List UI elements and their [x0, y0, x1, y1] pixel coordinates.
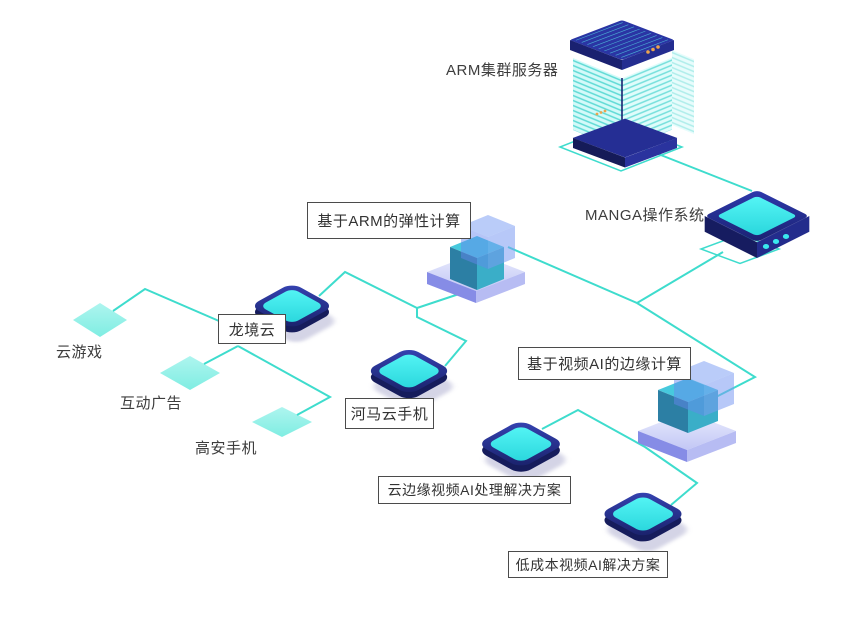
connector-cloudedge-edge-lowcost	[541, 408, 699, 506]
connector-longjing-ads	[203, 345, 239, 365]
node-box-hema-cloud-phone: 河马云手机	[345, 398, 434, 429]
server-icon	[570, 20, 694, 168]
connector-elastic-hema	[416, 290, 469, 367]
connector-manga-elastic	[507, 246, 724, 305]
node-box-elastic-computing: 基于ARM的弹性计算	[307, 202, 471, 239]
label-manga-os: MANGA操作系统	[585, 207, 705, 224]
node-box-video-ai-edge: 基于视频AI的边缘计算	[518, 347, 691, 380]
manga-indicator-dots-icon	[762, 234, 790, 249]
node-box-cloud-edge-solution: 云边缘视频AI处理解决方案	[378, 476, 571, 504]
connector-longjing-junction	[318, 270, 418, 309]
elastic-compute-cube-icon	[427, 215, 525, 303]
edge-compute-cube-icon	[638, 361, 736, 462]
node-box-low-cost-solution: 低成本视频AI解决方案	[508, 551, 668, 578]
label-gaoan-phone: 高安手机	[195, 440, 258, 457]
label-interactive-ad: 互动广告	[120, 395, 183, 412]
manga-device-icon	[704, 191, 810, 258]
label-arm-cluster-server: ARM集群服务器	[446, 62, 559, 79]
connector-server-manga	[642, 147, 753, 192]
server-led-lights-icon	[595, 45, 660, 116]
connector-longjing-gaoan	[237, 345, 333, 416]
node-box-longjing-cloud: 龙境云	[218, 314, 286, 344]
label-cloud-gaming: 云游戏	[56, 344, 103, 361]
